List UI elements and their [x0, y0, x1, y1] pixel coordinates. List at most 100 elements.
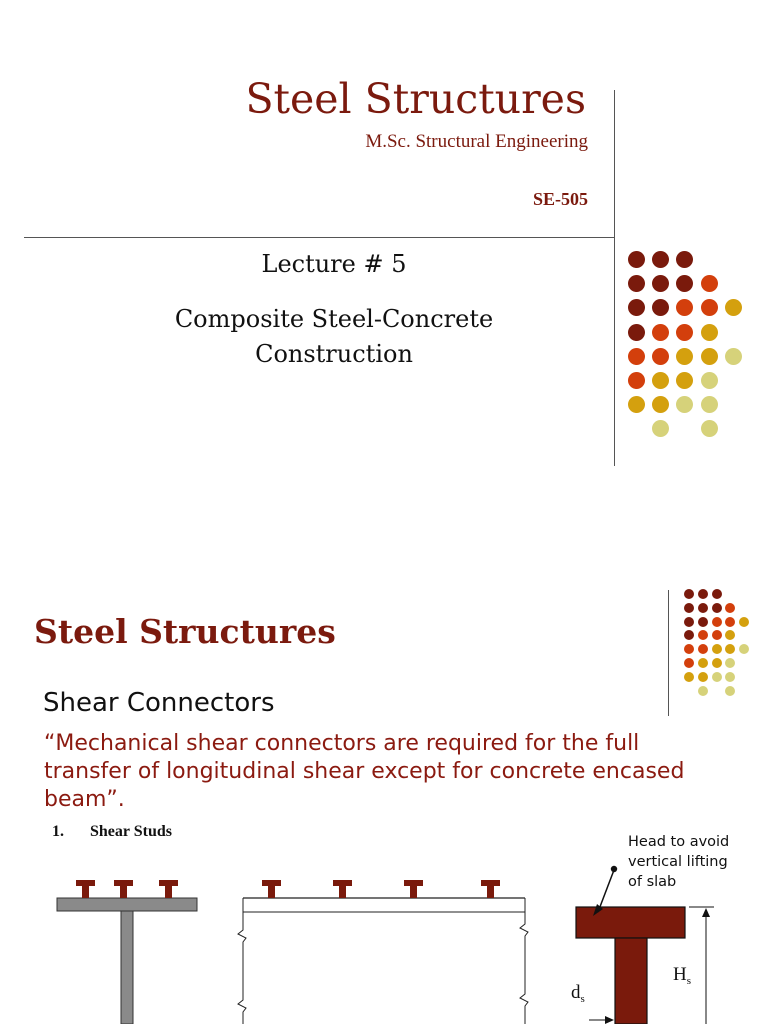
decor-dot [697, 658, 708, 668]
decor-dot [676, 396, 694, 414]
slide1-subtitle: M.Sc. Structural Engineering [365, 131, 588, 152]
decor-dot [652, 299, 670, 317]
decor-dot [725, 671, 736, 682]
beam-top-flange [56, 897, 198, 912]
annotation-line-1: Head to avoid [628, 834, 730, 850]
decor-dot [628, 323, 645, 341]
stud-1 [76, 880, 95, 898]
right-break-line [519, 898, 529, 1024]
decor-dot [697, 685, 708, 696]
decor-dot [697, 602, 708, 613]
decor-dot [652, 372, 670, 389]
decor-dot [676, 299, 694, 317]
decor-dot [711, 616, 722, 627]
decor-dot [725, 630, 736, 641]
slide2-title: Steel Structures [34, 612, 336, 651]
decor-dot [676, 251, 694, 268]
decor-dot [684, 630, 694, 641]
slide1-vertical-divider [614, 90, 615, 466]
decor-dot [700, 420, 718, 438]
stud-shank [614, 937, 648, 1024]
quote-line-1: “Mechanical shear connectors are require… [44, 731, 640, 756]
decor-dot [684, 644, 694, 655]
decor-dot [684, 671, 694, 682]
decor-dot [700, 299, 718, 317]
decor-dot [724, 299, 742, 317]
decor-dot [711, 630, 722, 641]
beam-cross-section [56, 880, 198, 1024]
decor-dot [684, 658, 694, 668]
decor-dot [697, 616, 708, 627]
list-item-label: Shear Studs [90, 823, 172, 840]
decor-dot [676, 323, 694, 341]
decor-dot [652, 251, 670, 268]
shear-stud-diagram: Hs ds [56, 865, 714, 1024]
decor-dot [700, 275, 718, 293]
decor-dot [724, 347, 742, 365]
elev-stud-3 [404, 880, 423, 898]
decor-dot [697, 644, 708, 655]
stud-head [575, 906, 686, 939]
stud-detail: Hs ds [571, 865, 714, 1024]
diameter-label: ds [571, 982, 585, 1005]
decor-dot [676, 372, 694, 389]
decor-dot [628, 275, 645, 293]
decor-dot [684, 589, 694, 599]
decor-dot [676, 347, 694, 365]
decor-dot [711, 671, 722, 682]
decor-dot [725, 658, 736, 668]
decor-dot [628, 299, 645, 317]
decor-dot [700, 323, 718, 341]
decor-dot [628, 372, 645, 389]
decor-dot [652, 275, 670, 293]
slide1-title: Steel Structures [245, 75, 586, 123]
stud-3 [159, 880, 178, 898]
decor-dot [700, 396, 718, 414]
decor-dot [628, 347, 645, 365]
decor-dot [684, 602, 694, 613]
decor-dot [652, 396, 670, 414]
decor-dot [652, 420, 670, 438]
decor-dot [697, 589, 708, 599]
left-break-line [237, 898, 247, 1024]
slide1-horizontal-divider [24, 237, 615, 238]
list-item-number: 1. [52, 823, 64, 840]
course-code: SE-505 [532, 189, 588, 209]
decor-dot [697, 671, 708, 682]
elev-stud-4 [481, 880, 500, 898]
beam-web [120, 910, 134, 1024]
decor-dot [711, 658, 722, 668]
decor-dot [739, 616, 750, 627]
decor-dot [725, 616, 736, 627]
decor-dot [676, 275, 694, 293]
section-heading: Shear Connectors [43, 688, 275, 718]
elev-stud-1 [262, 880, 281, 898]
stud-head-annotation: Head to avoid vertical lifting of slab [628, 832, 768, 892]
quote-line-3: beam”. [44, 787, 125, 812]
height-label: Hs [673, 964, 691, 987]
stud-2 [114, 880, 133, 898]
beam-elevation [237, 880, 529, 1024]
decor-dot [700, 347, 718, 365]
annotation-line-2: vertical lifting [628, 854, 728, 870]
annotation-line-3: of slab [628, 874, 677, 890]
decor-dot [739, 644, 750, 655]
decor-dot [684, 616, 694, 627]
decor-dot [711, 644, 722, 655]
decor-dot [652, 347, 670, 365]
decor-dot [628, 251, 645, 268]
decor-dot [711, 589, 722, 599]
lecture-topic: Composite Steel-Concrete Construction [130, 302, 538, 372]
elev-stud-2 [333, 880, 352, 898]
decor-dot [725, 685, 736, 696]
topic-line-1: Composite Steel-Concrete [174, 305, 494, 333]
decor-dot [711, 602, 722, 613]
definition-quote: “Mechanical shear connectors are require… [44, 730, 724, 814]
decor-dot [700, 372, 718, 389]
slide2-vertical-divider [668, 590, 669, 716]
decor-dot [628, 396, 645, 414]
decor-dot [725, 602, 736, 613]
annotation-leader [597, 869, 615, 913]
lecture-number: Lecture # 5 [261, 250, 407, 278]
topic-line-2: Construction [255, 340, 413, 368]
